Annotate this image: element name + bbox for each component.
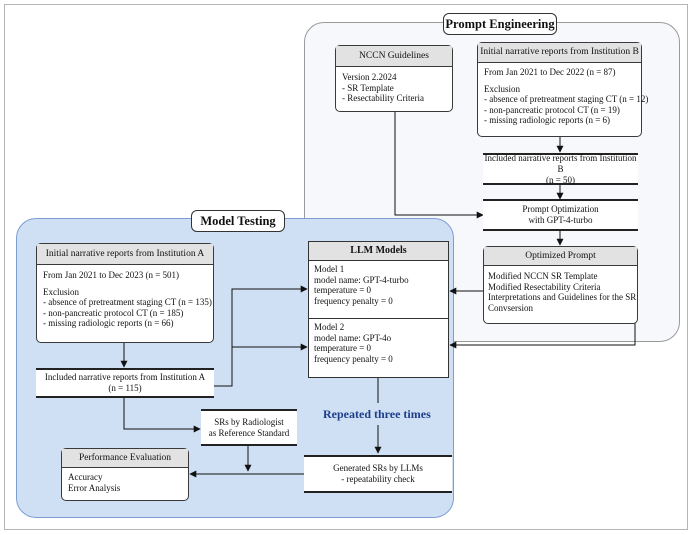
- text-line: Convsersion: [488, 302, 533, 313]
- institution-b-body: From Jan 2021 to Dec 2022 (n = 87) Exclu…: [478, 63, 649, 131]
- arrow-includeda-to-model1: [214, 285, 308, 387]
- text-line: - missing radiologic reports (n = 6): [484, 115, 611, 126]
- text-line: Version 2.2024: [342, 72, 397, 82]
- prompt-engineering-title: Prompt Engineering: [443, 13, 557, 35]
- llm-models-title: LLM Models: [309, 242, 448, 261]
- generated-srs: Generated SRs by LLMs - repeatability ch…: [304, 455, 452, 493]
- institution-a-body: From Jan 2021 to Dec 2023 (n = 501) Excl…: [37, 265, 213, 334]
- text-line: - absence of pretreatment staging CT (n …: [43, 297, 212, 308]
- nccn-guidelines-body: Version 2.2024 - SR Template - Resectabi…: [336, 67, 452, 109]
- llm-models-box: LLM Models Model 1 model name: GPT-4-tur…: [308, 241, 449, 378]
- text-line: Included narrative reports from Institut…: [484, 152, 637, 174]
- arrow-includeda-to-radiologist: [123, 397, 201, 433]
- text-line: Prompt Optimization: [522, 204, 599, 214]
- text-line: From Jan 2021 to Dec 2022 (n = 87): [484, 67, 616, 77]
- text-line: frequency penalty = 0: [314, 353, 393, 364]
- srs-by-radiologist: SRs by Radiologist as Reference Standard: [201, 409, 297, 446]
- model-2-section: Model 2 model name: GPT-4o temperature =…: [309, 319, 448, 367]
- included-reports-b: Included narrative reports from Institut…: [483, 153, 638, 185]
- text-line: Model 1: [314, 264, 345, 274]
- optimized-prompt-title: Optimized Prompt: [484, 247, 637, 266]
- text-line: From Jan 2021 to Dec 2023 (n = 501): [43, 270, 180, 280]
- text-line: with GPT-4-turbo: [528, 215, 593, 225]
- model-1-section: Model 1 model name: GPT-4-turbo temperat…: [309, 261, 448, 319]
- text-line: Model 2: [314, 322, 345, 332]
- text-line: Included narrative reports from Institut…: [44, 372, 206, 382]
- text-line: Exclusion: [484, 83, 520, 94]
- text-line: Error Analysis: [68, 482, 121, 493]
- included-reports-a: Included narrative reports from Institut…: [36, 368, 214, 398]
- arrow-nccn-to-optimization: [394, 110, 484, 219]
- text-line: model name: GPT-4-turbo: [314, 274, 409, 285]
- institution-a-box: Initial narrative reports from Instituti…: [36, 243, 214, 343]
- text-line: Interpretations and Guidelines for the S…: [488, 292, 637, 303]
- text-line: - missing radiologic reports (n = 66): [43, 318, 174, 329]
- text-line: SRs by Radiologist: [214, 416, 284, 427]
- repeated-three-times-label: Repeated three times: [323, 407, 431, 421]
- nccn-guidelines-title: NCCN Guidelines: [336, 46, 452, 67]
- optimized-prompt-box: Optimized Prompt Modified NCCN SR Templa…: [483, 246, 638, 324]
- text-line: (n = 50): [545, 174, 576, 185]
- text-line: - non-pancreatic protocol CT (n = 185): [43, 307, 184, 318]
- performance-evaluation-title: Performance Evaluation: [62, 449, 188, 468]
- institution-b-box: Initial narrative reports from Instituti…: [477, 42, 649, 137]
- text-line: - Resectability Criteria: [342, 93, 424, 104]
- institution-a-title: Initial narrative reports from Instituti…: [37, 244, 213, 265]
- text-line: frequency penalty = 0: [314, 295, 393, 306]
- arrow-optimized-to-model2: [449, 323, 636, 349]
- text-line: (n = 115): [108, 383, 142, 393]
- text-line: - SR Template: [342, 82, 394, 93]
- text-line: - repeatability check: [341, 474, 415, 484]
- text-line: temperature = 0: [314, 285, 372, 296]
- text-line: - non-pancreatic protocol CT (n = 19): [484, 104, 620, 115]
- text-line: model name: GPT-4o: [314, 332, 392, 343]
- figure-frame: [4, 4, 688, 530]
- text-line: Exclusion: [43, 286, 79, 297]
- text-line: Modified NCCN SR Template: [488, 271, 598, 281]
- model-testing-title: Model Testing: [191, 210, 285, 232]
- text-line: - absence of pretreatment staging CT (n …: [484, 94, 649, 105]
- performance-evaluation-box: Performance Evaluation Accuracy Error An…: [61, 448, 189, 501]
- text-line: Generated SRs by LLMs: [333, 463, 423, 473]
- text-line: as Reference Standard: [208, 427, 290, 438]
- institution-b-title: Initial narrative reports from Instituti…: [478, 43, 641, 63]
- text-line: temperature = 0: [314, 343, 372, 354]
- text-line: Modified Resectability Criteria: [488, 281, 601, 292]
- prompt-optimization: Prompt Optimization with GPT-4-turbo: [483, 199, 638, 231]
- performance-evaluation-body: Accuracy Error Analysis: [62, 468, 188, 498]
- text-line: Accuracy: [68, 472, 103, 482]
- optimized-prompt-body: Modified NCCN SR Template Modified Resec…: [484, 266, 637, 318]
- nccn-guidelines-box: NCCN Guidelines Version 2.2024 - SR Temp…: [335, 45, 453, 112]
